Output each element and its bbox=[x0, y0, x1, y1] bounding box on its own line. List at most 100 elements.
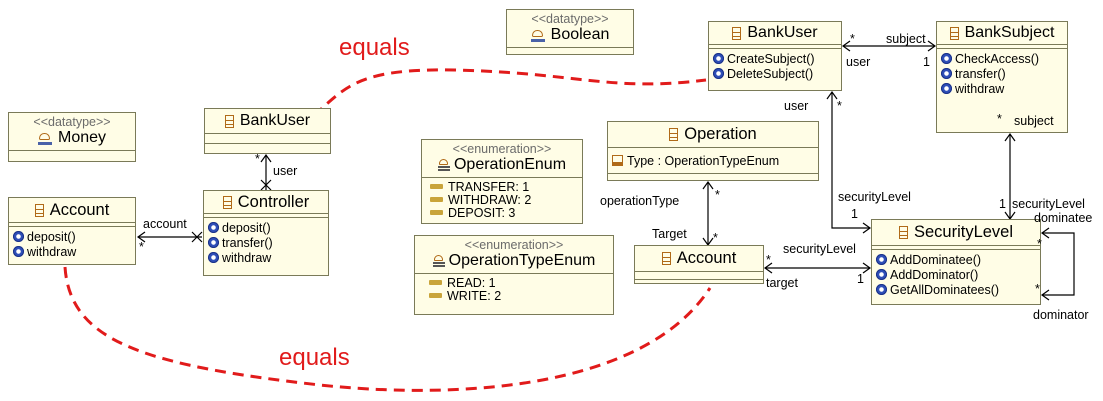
operation-row[interactable]: withdraw bbox=[941, 81, 1063, 96]
literal-label: DEPOSIT: 3 bbox=[448, 205, 516, 220]
datatype-boolean[interactable]: <<datatype>> Boolean bbox=[506, 9, 634, 55]
enum-operation-type-enum[interactable]: <<enumeration>> OperationTypeEnum READ: … bbox=[414, 235, 614, 315]
arrowhead-securitylevel-right bbox=[862, 262, 872, 274]
empty-compartment bbox=[9, 151, 135, 154]
enum-operation-enum[interactable]: <<enumeration>> OperationEnum TRANSFER: … bbox=[421, 139, 583, 224]
operations-compartment: AddDominatee() AddDominator() GetAllDomi… bbox=[872, 250, 1040, 299]
class-header: Controller bbox=[204, 191, 328, 214]
literal-row[interactable]: DEPOSIT: 3 bbox=[430, 205, 578, 220]
literals-compartment: TRANSFER: 1 WITHDRAW: 2 DEPOSIT: 3 bbox=[422, 178, 582, 221]
class-header: Boolean bbox=[507, 26, 633, 48]
literal-label: TRANSFER: 1 bbox=[448, 179, 530, 194]
class-securitylevel[interactable]: SecurityLevel AddDominatee() AddDominato… bbox=[871, 219, 1041, 305]
class-header: Operation bbox=[608, 122, 818, 148]
class-name: Operation bbox=[684, 125, 757, 143]
class-bankuser-left[interactable]: BankUser bbox=[204, 108, 331, 154]
operation-row[interactable]: transfer() bbox=[941, 66, 1063, 81]
datatype-money[interactable]: <<datatype>> Money bbox=[8, 112, 136, 162]
attribute-icon bbox=[612, 155, 623, 166]
operation-icon bbox=[713, 68, 724, 79]
datatype-icon bbox=[530, 29, 545, 42]
cross-controller-top bbox=[260, 179, 272, 191]
stereotype-label: <<datatype>> bbox=[33, 115, 111, 129]
equals-label-top: equals bbox=[339, 34, 410, 61]
role-dominatee: dominatee bbox=[1034, 211, 1093, 225]
class-bankuser-right[interactable]: BankUser CreateSubject() DeleteSubject() bbox=[708, 21, 842, 91]
class-name: Account bbox=[49, 200, 110, 219]
operation-row[interactable]: transfer() bbox=[208, 235, 324, 250]
operations-compartment bbox=[635, 280, 763, 283]
operation-row[interactable]: deposit() bbox=[13, 229, 131, 244]
class-header: Money bbox=[9, 129, 135, 151]
literal-row[interactable]: WITHDRAW: 2 bbox=[430, 193, 578, 207]
attributes-compartment bbox=[204, 214, 328, 218]
class-name: BankSubject bbox=[964, 24, 1055, 41]
operation-icon bbox=[876, 269, 887, 280]
operation-row[interactable]: withdraw bbox=[208, 250, 324, 265]
enumeration-icon bbox=[437, 159, 450, 171]
class-name: OperationEnum bbox=[453, 156, 567, 173]
class-name: SecurityLevel bbox=[913, 223, 1014, 241]
class-account-right[interactable]: Account bbox=[634, 245, 764, 284]
operation-row[interactable]: GetAllDominatees() bbox=[876, 282, 1036, 297]
role-user-top: user bbox=[846, 55, 871, 69]
operations-compartment bbox=[205, 144, 330, 147]
attribute-row[interactable]: Type : OperationTypeEnum bbox=[612, 153, 814, 168]
operation-row[interactable]: deposit() bbox=[208, 220, 324, 235]
class-controller[interactable]: Controller deposit() transfer() withdraw bbox=[203, 190, 329, 276]
class-banksubject[interactable]: BankSubject CheckAccess() transfer() wit… bbox=[936, 21, 1068, 133]
operation-label: deposit() bbox=[222, 220, 271, 235]
class-name: BankUser bbox=[747, 24, 818, 41]
class-header: BankUser bbox=[709, 22, 841, 45]
class-operation[interactable]: Operation Type : OperationTypeEnum bbox=[607, 121, 819, 181]
role-subject-vertical: subject bbox=[1014, 114, 1054, 128]
class-header: Account bbox=[635, 246, 763, 272]
arrowhead-account-right bbox=[763, 262, 773, 274]
empty-compartment bbox=[507, 48, 633, 51]
operation-label: GetAllDominatees() bbox=[890, 282, 1000, 297]
class-account-left[interactable]: Account deposit() withdraw bbox=[8, 197, 136, 265]
literal-row[interactable]: WRITE: 2 bbox=[429, 289, 609, 303]
multiplicity-star: * bbox=[1037, 237, 1042, 251]
operation-label: transfer() bbox=[222, 235, 273, 250]
multiplicity-star: * bbox=[997, 112, 1002, 126]
class-icon bbox=[949, 26, 959, 40]
literal-row[interactable]: TRANSFER: 1 bbox=[430, 179, 578, 194]
operation-label: transfer() bbox=[955, 66, 1006, 81]
multiplicity-star: * bbox=[139, 240, 144, 254]
multiplicity-star: * bbox=[255, 152, 260, 166]
operation-icon bbox=[208, 222, 219, 233]
role-account-left: account bbox=[143, 217, 187, 231]
class-icon bbox=[669, 128, 679, 141]
class-icon bbox=[34, 203, 44, 217]
operations-compartment bbox=[608, 174, 818, 177]
operation-row[interactable]: DeleteSubject() bbox=[713, 66, 837, 81]
operation-row[interactable]: CreateSubject() bbox=[713, 51, 837, 66]
class-header: Account bbox=[9, 198, 135, 223]
operation-label: AddDominatee() bbox=[890, 252, 982, 267]
operation-icon bbox=[208, 252, 219, 263]
class-header: OperationTypeEnum bbox=[415, 252, 613, 274]
operation-row[interactable]: AddDominator() bbox=[876, 267, 1036, 282]
equals-curve-top bbox=[299, 68, 707, 129]
operation-row[interactable]: withdraw bbox=[13, 244, 131, 259]
class-icon bbox=[661, 252, 671, 265]
stereotype-label: <<enumeration>> bbox=[464, 238, 564, 252]
datatype-icon bbox=[37, 132, 52, 145]
arrowhead-account-left bbox=[136, 231, 146, 243]
literal-icon bbox=[430, 184, 443, 189]
class-name: BankUser bbox=[239, 112, 311, 129]
operation-row[interactable]: AddDominatee() bbox=[876, 252, 1036, 267]
operation-label: withdraw bbox=[222, 250, 272, 265]
operation-icon bbox=[13, 231, 24, 242]
multiplicity-star: * bbox=[850, 32, 855, 46]
class-icon bbox=[224, 114, 234, 128]
attributes-compartment: Type : OperationTypeEnum bbox=[608, 148, 818, 174]
equals-curve-bottom bbox=[63, 266, 712, 392]
arrowhead-securitylevel-left bbox=[862, 222, 872, 234]
arrowhead-self-bottom bbox=[1040, 289, 1050, 301]
multiplicity-star: * bbox=[766, 253, 771, 267]
role-securitylevel-2: securityLevel bbox=[1012, 197, 1085, 211]
operation-row[interactable]: CheckAccess() bbox=[941, 51, 1063, 66]
literal-row[interactable]: READ: 1 bbox=[429, 276, 609, 290]
